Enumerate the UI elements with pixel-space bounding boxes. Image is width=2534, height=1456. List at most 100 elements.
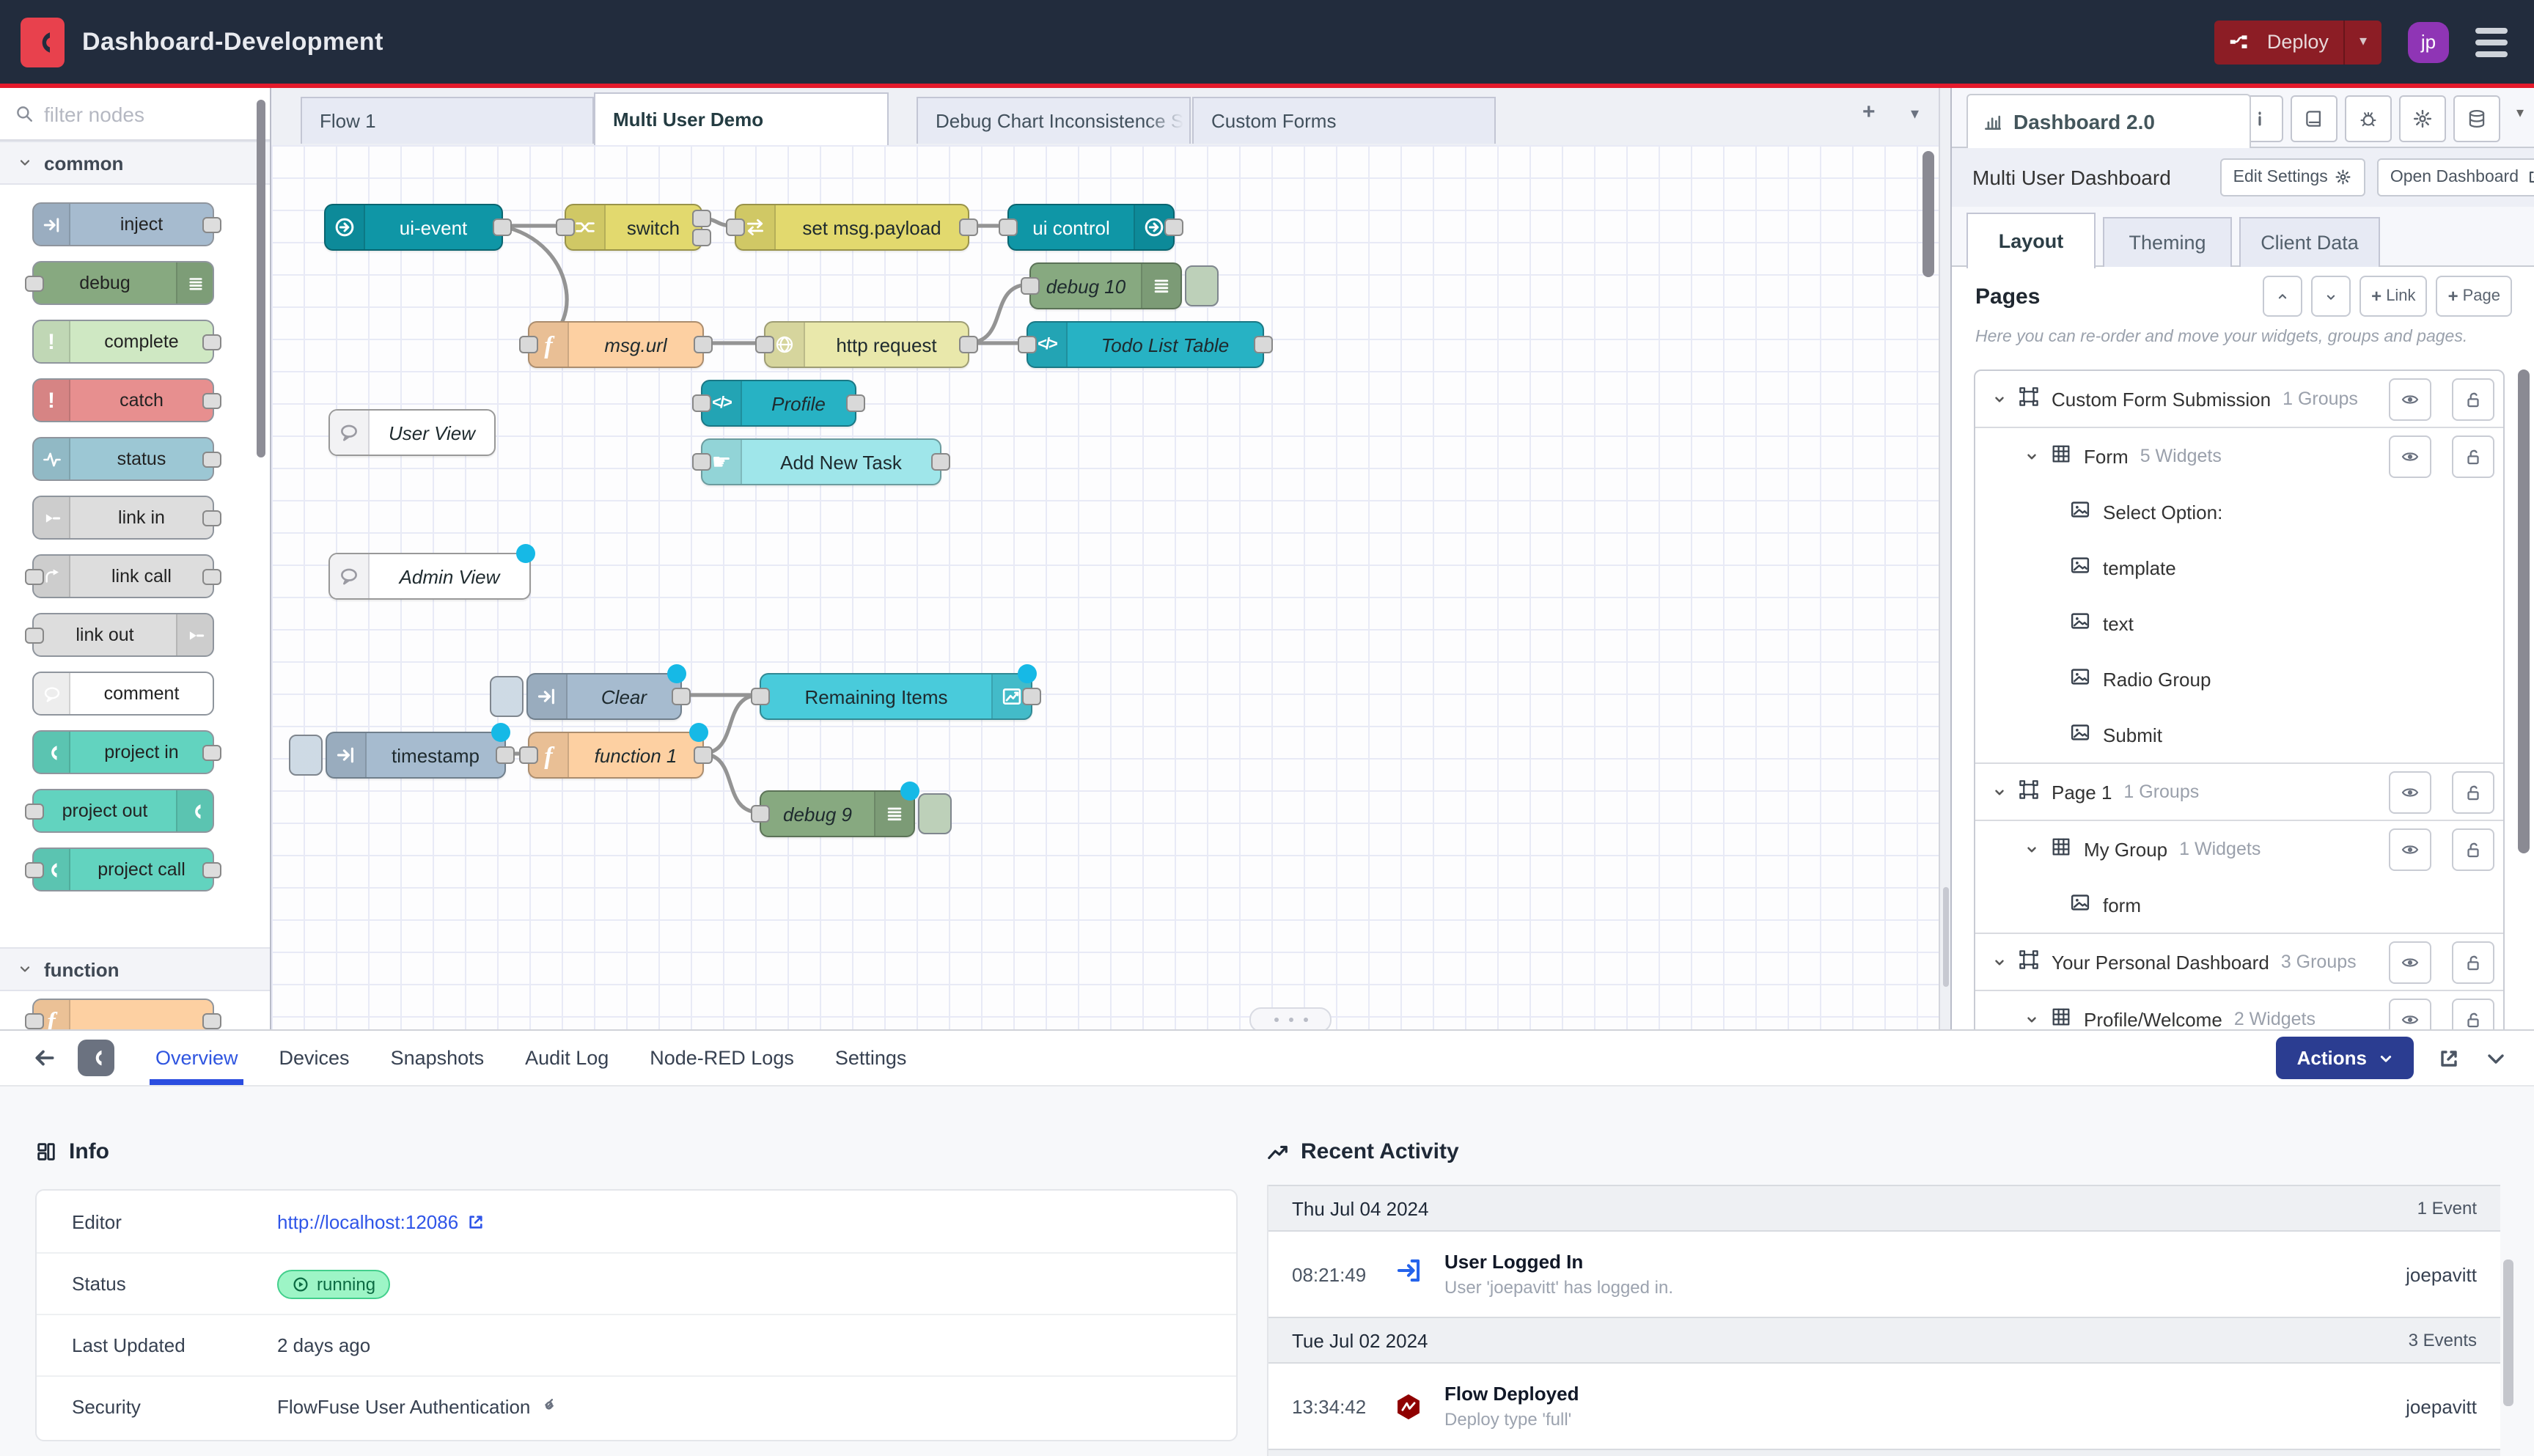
output-port[interactable] (672, 688, 691, 705)
palette-node-status[interactable]: status (32, 437, 221, 481)
input-port[interactable] (519, 746, 538, 764)
edit-settings-button[interactable]: Edit Settings (2219, 158, 2365, 196)
activity-scrollbar[interactable] (2503, 1260, 2513, 1406)
chevron-down-icon[interactable] (1993, 955, 2006, 968)
input-port[interactable] (999, 218, 1018, 236)
node-remaining-items[interactable]: Remaining Items (751, 664, 1041, 720)
instance-tab-devices[interactable]: Devices (279, 1047, 350, 1069)
deploy-button[interactable]: Deploy ▾ (2214, 20, 2381, 64)
flow-tab-Multi-User-Demo[interactable]: Multi User Demo (594, 92, 889, 145)
lock-toggle[interactable] (2452, 941, 2494, 983)
chevron-down-icon[interactable] (1993, 785, 2006, 798)
add-link-button[interactable]: +Link (2359, 276, 2428, 317)
tree-item-text[interactable]: text (1975, 595, 2503, 651)
chevron-down-icon[interactable] (2025, 1012, 2038, 1026)
main-menu-button[interactable] (2475, 27, 2508, 56)
move-down-button[interactable] (2311, 276, 2351, 317)
palette-node-function[interactable]: f (25, 999, 221, 1029)
tab-theming[interactable]: Theming (2103, 217, 2232, 267)
inject-button[interactable] (490, 676, 524, 717)
add-flow-button[interactable]: + (1862, 100, 1876, 125)
palette-node-project-call[interactable]: project call (25, 848, 221, 891)
back-arrow-icon[interactable] (32, 1045, 57, 1070)
node-user-view[interactable]: User View (328, 409, 496, 456)
palette-node-project-out[interactable]: project out (25, 789, 214, 833)
visibility-toggle[interactable] (2389, 828, 2431, 870)
output-port[interactable] (694, 746, 713, 764)
actions-button[interactable]: Actions (2276, 1037, 2414, 1079)
input-port[interactable] (519, 336, 538, 353)
sidebar-book-button[interactable] (2291, 95, 2337, 142)
node-todo-list-table[interactable]: </>Todo List Table (1018, 321, 1273, 368)
palette-category-common[interactable]: common (0, 141, 270, 185)
tab-client-data[interactable]: Client Data (2239, 217, 2380, 267)
visibility-toggle[interactable] (2389, 941, 2431, 983)
open-dashboard-button[interactable]: Open Dashboard (2376, 158, 2534, 196)
palette-node-complete[interactable]: !complete (32, 320, 221, 364)
palette-node-debug[interactable]: debug (25, 261, 214, 305)
output-port[interactable] (493, 218, 512, 236)
palette-node-link-in[interactable]: link in (32, 496, 221, 540)
instance-tab-node-red-logs[interactable]: Node-RED Logs (650, 1047, 794, 1069)
input-port[interactable] (751, 805, 770, 823)
chevron-down-icon[interactable] (2025, 449, 2038, 463)
open-editor-icon[interactable] (2437, 1046, 2461, 1070)
output-port[interactable] (959, 218, 978, 236)
flow-tab-Flow-1[interactable]: Flow 1 (301, 97, 594, 144)
panel-drag-handle[interactable] (1249, 1007, 1332, 1029)
input-port[interactable] (1018, 336, 1037, 353)
palette-node-link-call[interactable]: link call (25, 554, 221, 598)
tree-item-select-option-[interactable]: Select Option: (1975, 484, 2503, 540)
lock-toggle[interactable] (2452, 771, 2494, 813)
output-port-1[interactable] (692, 210, 711, 227)
lock-toggle[interactable] (2452, 828, 2494, 870)
flow-list-button[interactable]: ▾ (1911, 106, 1920, 123)
palette-node-link-out[interactable]: link out (25, 613, 214, 657)
output-port[interactable] (694, 336, 713, 353)
flow-tab-Debug-Chart-Inconsistence-S[interactable]: Debug Chart Inconsistence S (917, 97, 1191, 144)
sidebar-menu-caret-icon[interactable]: ▾ (2516, 106, 2524, 122)
tree-item-submit[interactable]: Submit (1975, 707, 2503, 762)
tree-item-template[interactable]: template (1975, 540, 2503, 595)
debug-toggle-button[interactable] (1185, 265, 1219, 306)
move-up-button[interactable] (2263, 276, 2303, 317)
input-port[interactable] (1021, 277, 1040, 295)
palette-node-inject[interactable]: inject (32, 202, 221, 246)
palette-scrollbar[interactable] (257, 100, 265, 457)
add-page-button[interactable]: +Page (2436, 276, 2512, 317)
input-port[interactable] (692, 394, 711, 412)
deploy-caret-icon[interactable]: ▾ (2343, 20, 2381, 64)
input-port[interactable] (556, 218, 575, 236)
debug-toggle-button[interactable] (918, 793, 952, 834)
output-port[interactable] (959, 336, 978, 353)
canvas-vertical-scrollbar[interactable] (1922, 151, 1934, 277)
palette-node-comment[interactable]: comment (32, 672, 214, 716)
output-port[interactable] (1022, 688, 1041, 705)
visibility-toggle[interactable] (2389, 435, 2431, 477)
editor-link[interactable]: http://localhost:12086 (277, 1210, 485, 1232)
output-port[interactable] (931, 453, 950, 471)
node-timestamp[interactable]: timestamp (289, 723, 515, 779)
sidebar-gear-button[interactable] (2399, 95, 2446, 142)
input-port[interactable] (755, 336, 774, 353)
lock-toggle[interactable] (2452, 998, 2494, 1029)
lock-toggle[interactable] (2452, 378, 2494, 420)
instance-tab-snapshots[interactable]: Snapshots (390, 1047, 485, 1069)
sidebar-db-button[interactable] (2453, 95, 2500, 142)
palette-category-function[interactable]: function (0, 947, 270, 991)
input-port[interactable] (726, 218, 745, 236)
node-set-msg-payload[interactable]: set msg.payload (726, 204, 978, 251)
lock-toggle[interactable] (2452, 435, 2494, 477)
inject-button[interactable] (289, 735, 323, 776)
tab-dashboard-2[interactable]: Dashboard 2.0 (1966, 94, 2251, 148)
output-port[interactable] (1164, 218, 1183, 236)
node-profile[interactable]: </>Profile (692, 380, 865, 427)
tree-item-form[interactable]: form (1975, 877, 2503, 933)
